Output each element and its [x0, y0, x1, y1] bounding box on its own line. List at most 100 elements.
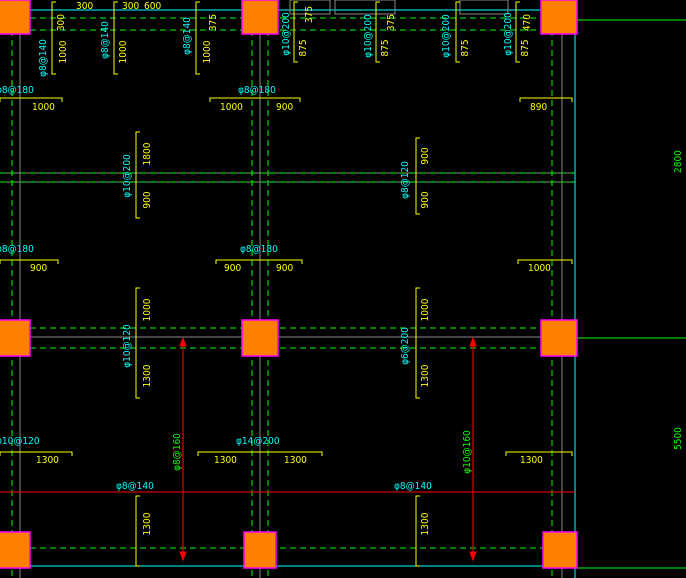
column-top-mid	[241, 0, 279, 35]
mid-dim-900-l: 900	[142, 191, 153, 208]
mid-dim-900-r1: 900	[420, 147, 431, 164]
arrow-right-bottom	[469, 551, 477, 562]
bracket-row2-l	[0, 259, 59, 264]
row2-rebar-left: φ8@180	[0, 244, 34, 255]
top-opening-3	[459, 0, 509, 15]
column-mid-left	[0, 319, 31, 357]
dimension-brackets	[0, 1, 573, 567]
mid-dim-900-r2: 900	[420, 191, 431, 208]
row4-rebar-left: φ8@140	[116, 481, 154, 492]
bracket-row3-l	[0, 451, 73, 456]
bracket-top-2	[113, 1, 118, 75]
columns	[0, 0, 578, 569]
rebar-f10-200-b: φ10@200	[363, 14, 374, 58]
column-mid-right	[540, 319, 578, 357]
bracket-row4-l	[135, 495, 140, 567]
low-dim-1300-r: 1300	[420, 364, 431, 387]
bracket-low-l	[135, 287, 140, 399]
row2-dim-900-l: 900	[30, 263, 47, 274]
dim-600: 600	[144, 1, 161, 12]
dim-875-b: 875	[380, 39, 391, 56]
row2-dim-1000-r: 1000	[528, 263, 551, 274]
bracket-low-r	[415, 287, 420, 399]
rebar-f10-200-d: φ10@200	[503, 12, 514, 56]
top-opening-2	[334, 0, 396, 15]
row3-rebar-green-right: φ10@160	[462, 430, 473, 474]
row1-dim-1000-l: 1000	[32, 102, 55, 113]
low-dim-1300-l: 1300	[142, 364, 153, 387]
dim-300-b: 300	[76, 1, 93, 12]
bracket-row3-m	[197, 451, 323, 456]
arrow-left-bottom	[179, 551, 187, 562]
arrow-right-top	[469, 336, 477, 347]
axis-dim-5500: 5500	[673, 427, 684, 450]
row1-rebar-left: φ8@180	[0, 85, 34, 96]
dim-875-d: 875	[520, 39, 531, 56]
bracket-row1-l	[0, 97, 63, 102]
row3-dim-1300-m2: 1300	[284, 455, 307, 466]
dim-1000-c: 1000	[202, 40, 213, 63]
row3-rebar-left: φ10@120	[0, 436, 40, 447]
mid-dim-1800: 1800	[142, 142, 153, 165]
rebar-f8-140-b: φ8@140	[100, 21, 111, 59]
bracket-mid-r	[415, 137, 420, 215]
low-dim-1000-r: 1000	[420, 298, 431, 321]
axis-dim-2800: 2800	[673, 150, 684, 173]
dim-375-c: 375	[386, 14, 397, 31]
bracket-row2-m	[215, 259, 303, 264]
dim-375-a: 375	[208, 14, 219, 31]
dim-875-a: 875	[298, 39, 309, 56]
bracket-top-4	[293, 1, 298, 63]
dim-1000-a: 1000	[58, 40, 69, 63]
dim-300-a: 300	[56, 14, 67, 31]
beam-lines	[0, 0, 576, 578]
bracket-row1-m	[209, 97, 301, 102]
bracket-top-5	[375, 1, 380, 63]
low-rebar-right: φ6@200	[400, 327, 411, 365]
bracket-top-7	[515, 1, 520, 63]
low-rebar-left: φ10@120	[122, 324, 133, 368]
dim-875-c: 875	[460, 39, 471, 56]
column-bottom-left	[0, 531, 31, 569]
column-mid-mid	[241, 319, 279, 357]
row2-dim-900-m1: 900	[224, 263, 241, 274]
row2-rebar-mid: φ8@180	[240, 244, 278, 255]
row3-dim-1300-r: 1300	[520, 455, 543, 466]
row3-rebar-mid: φ14@200	[236, 436, 280, 447]
labels: 300 300 300 600 375 375 375 470 φ8@140 φ…	[0, 1, 551, 535]
bracket-row1-r	[519, 97, 573, 102]
row4-rebar-right: φ8@140	[394, 481, 432, 492]
arrow-left-top	[179, 336, 187, 347]
bracket-top-3	[195, 1, 200, 75]
rebar-f8-140-a: φ8@140	[38, 39, 49, 77]
rebar-f8-140-c: φ8@140	[182, 17, 193, 55]
column-top-right	[540, 0, 578, 35]
row3-dim-1300-m1: 1300	[214, 455, 237, 466]
row4-dim-1300-l: 1300	[142, 512, 153, 535]
bracket-top-6	[455, 1, 460, 63]
bracket-row4-r	[415, 495, 420, 567]
rebar-f10-200-a: φ10@200	[281, 12, 292, 56]
row1-dim-1000-m: 1000	[220, 102, 243, 113]
section-lines	[0, 336, 575, 562]
row3-rebar-green-left: φ8@160	[172, 433, 183, 471]
dim-470: 470	[522, 14, 533, 31]
low-dim-1000-l: 1000	[142, 298, 153, 321]
row1-dim-900-m: 900	[276, 102, 293, 113]
bracket-top-1	[51, 1, 56, 75]
row1-dim-890-r: 890	[530, 102, 547, 113]
column-bottom-right	[542, 531, 578, 569]
mid-rebar-right: φ8@120	[400, 161, 411, 199]
dim-375-b: 375	[304, 6, 315, 23]
bracket-row2-r	[517, 259, 573, 264]
right-axis	[575, 19, 686, 569]
dim-1000-b: 1000	[118, 40, 129, 63]
row1-rebar-mid: φ8@180	[238, 85, 276, 96]
mid-rebar-left: φ10@200	[122, 154, 133, 198]
top-opening-1	[289, 0, 331, 15]
bracket-mid-l	[135, 131, 140, 219]
rebar-f10-200-c: φ10@200	[441, 14, 452, 58]
row4-dim-1300-r: 1300	[420, 512, 431, 535]
